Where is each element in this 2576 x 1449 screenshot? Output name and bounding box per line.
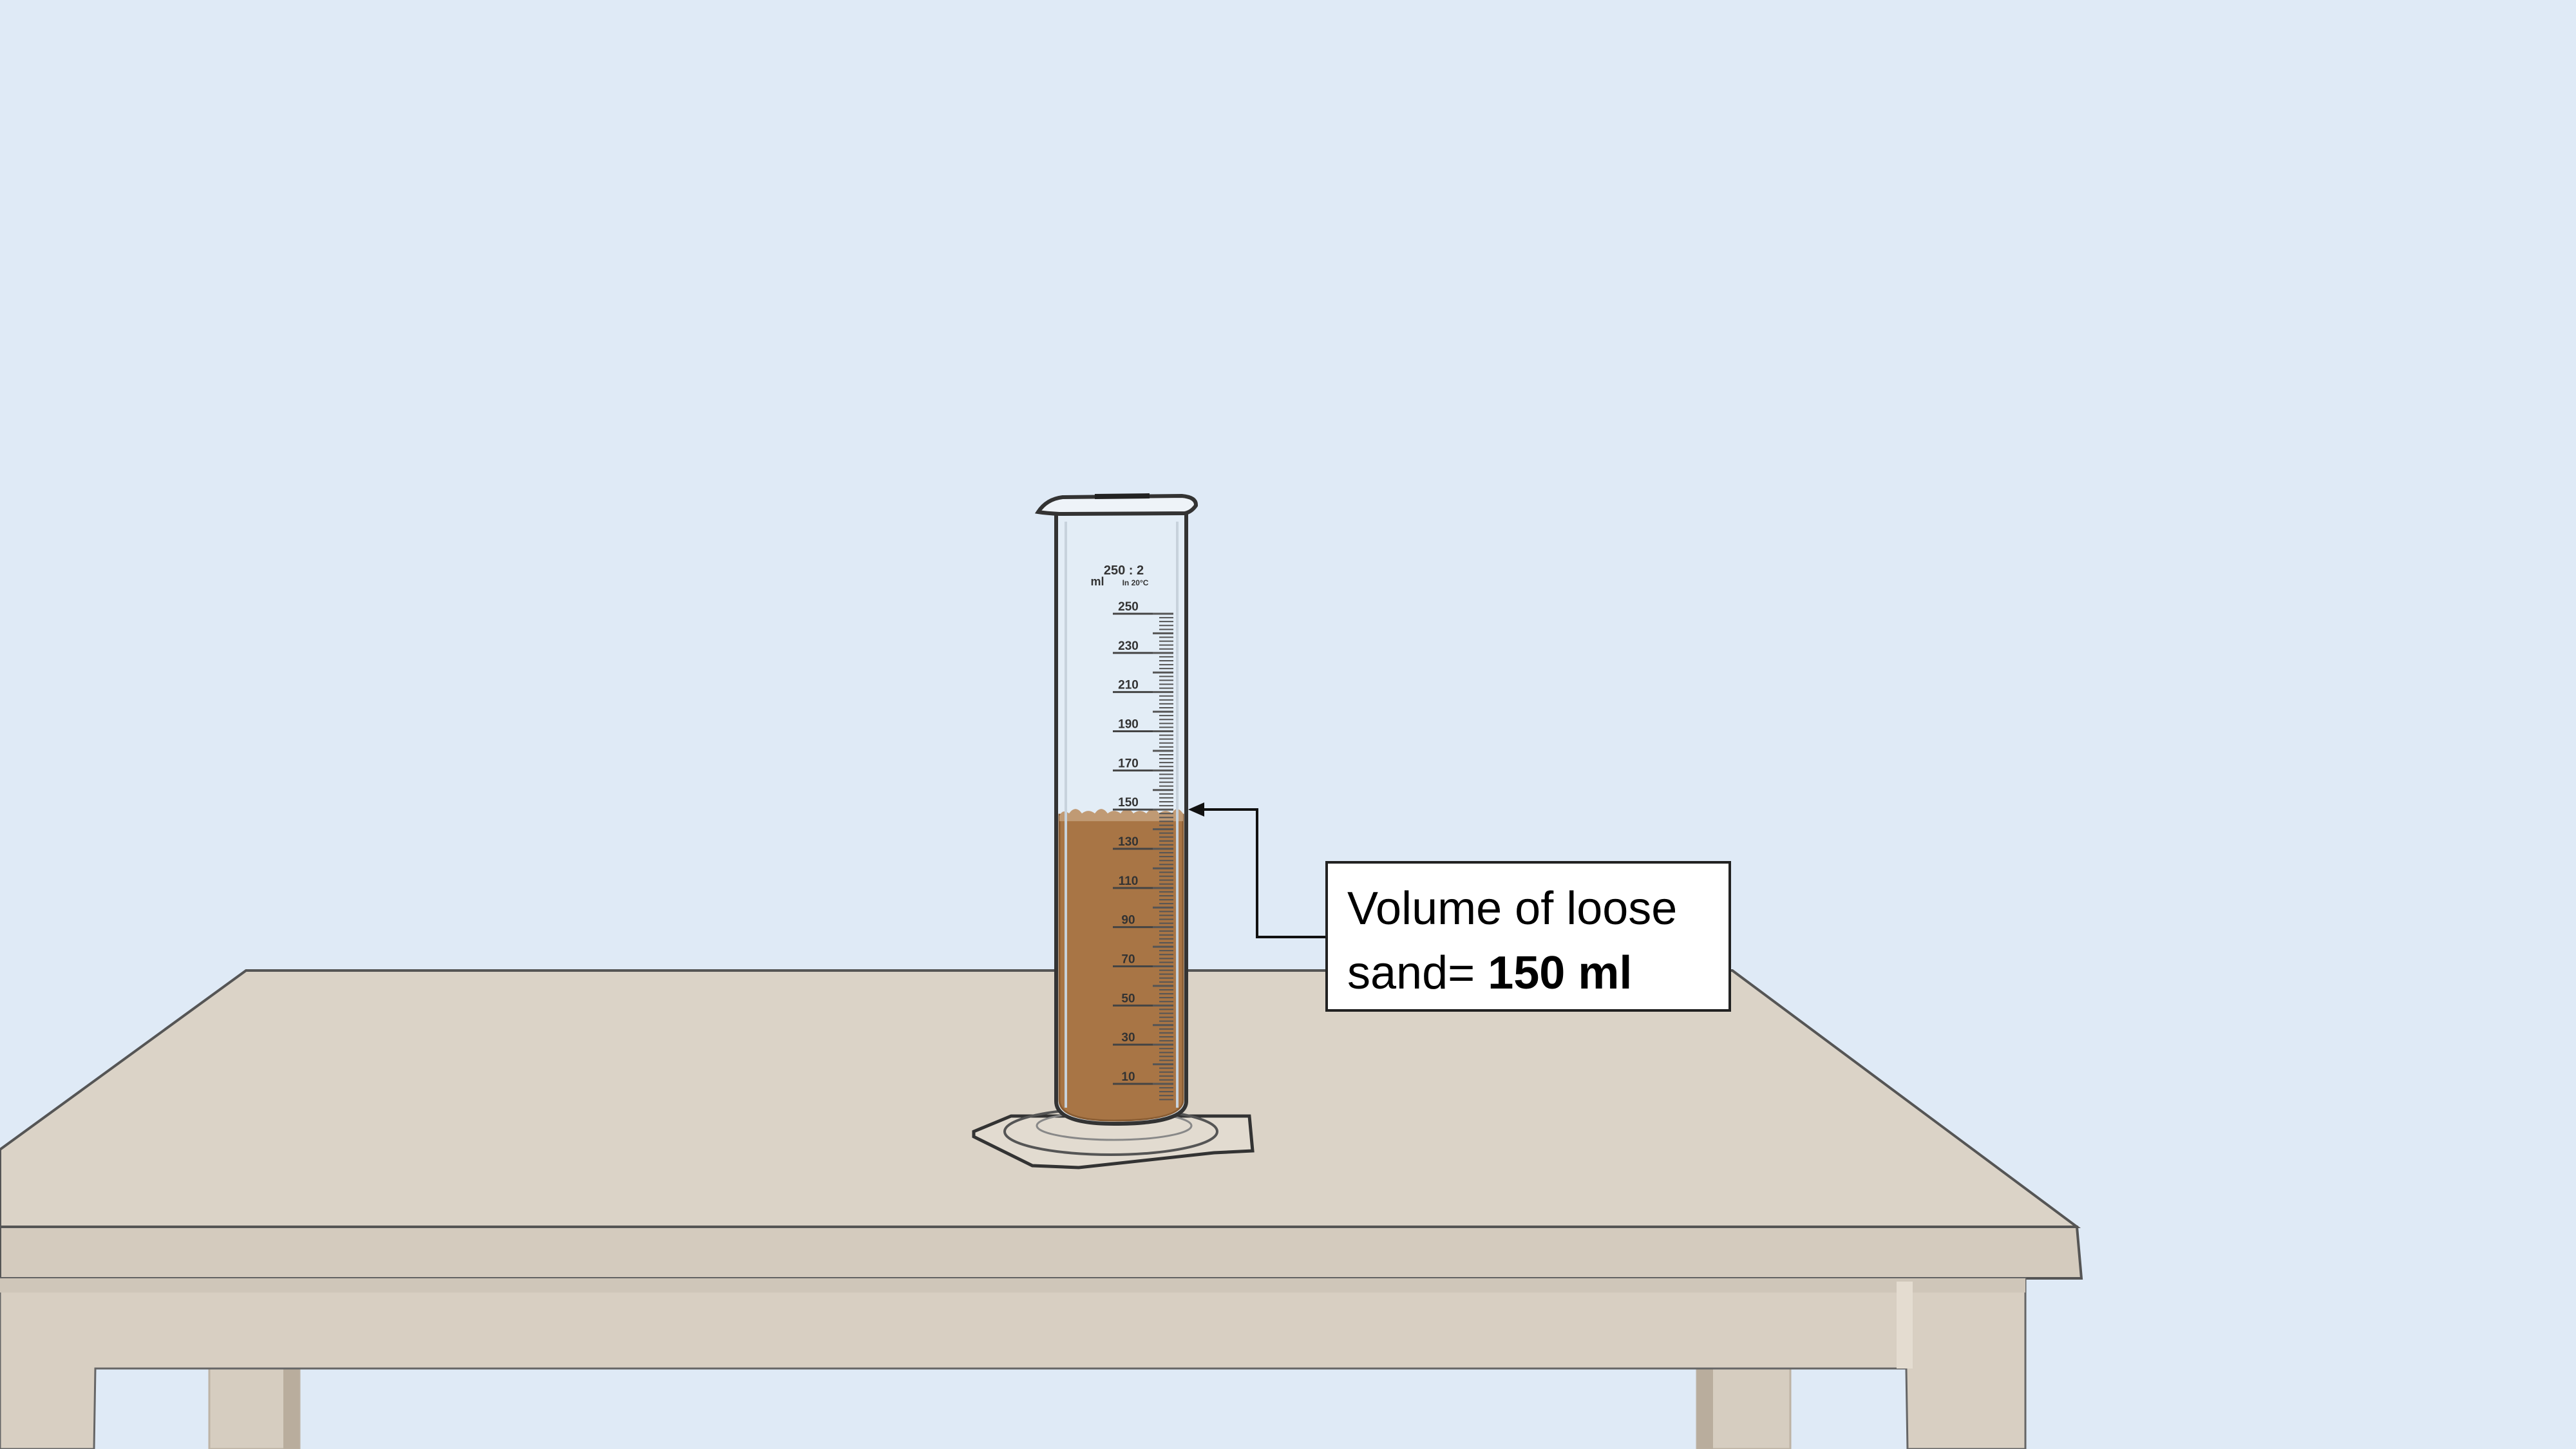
scale-label: 70: [1121, 953, 1135, 967]
scale-label: 50: [1121, 992, 1135, 1005]
scale-labels: 250 230 210 190 170 150 130 110 90 70 50 30 10: [1113, 600, 1153, 1085]
table-top: [0, 969, 2081, 1228]
scale-ticks: [1153, 612, 1173, 1101]
graduated-cylinder: 250 : 2 ml In 20°C 250 230 210 190 170 150 130…: [1034, 493, 1198, 1126]
callout-line-2: sand= 150 ml: [1347, 941, 1709, 1005]
scale-label: 30: [1121, 1031, 1135, 1045]
volume-callout: Volume of loose sand= 150 ml: [1325, 861, 1731, 1012]
scale-label: 150: [1118, 796, 1139, 810]
scale-label: 10: [1121, 1070, 1135, 1084]
sand-surface: [1059, 809, 1183, 822]
scale-label: 250: [1118, 600, 1139, 614]
callout-line-1: Volume of loose: [1347, 883, 1678, 934]
scale-label: 110: [1119, 875, 1139, 888]
scale-label: 190: [1118, 718, 1139, 732]
scale-label: 130: [1118, 835, 1139, 849]
unit-label: ml: [1090, 575, 1104, 588]
scale-label: 90: [1121, 914, 1135, 927]
arrow-head-icon: [1188, 802, 1204, 817]
table: [0, 969, 2083, 1449]
callout-prefix: sand=: [1347, 947, 1488, 999]
level-arrow: [1188, 802, 1325, 938]
callout-volume-value: 150 ml: [1488, 947, 1633, 999]
table-edge: [0, 1226, 2083, 1280]
scale-label: 210: [1118, 679, 1139, 692]
cylinder-lip: [1034, 493, 1198, 516]
capacity-label: 250 : 2: [1104, 564, 1144, 578]
scale-label: 170: [1118, 757, 1139, 770]
scale-label: 230: [1118, 639, 1139, 653]
temp-label: In 20°C: [1122, 578, 1149, 587]
